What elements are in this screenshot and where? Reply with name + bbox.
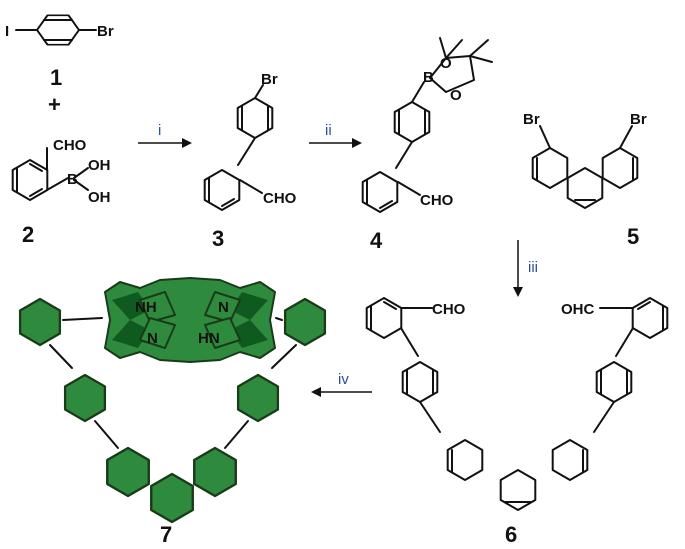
porphyrin-n: N	[218, 299, 229, 316]
boron-atom: B	[67, 171, 78, 188]
oxygen-atom: O	[440, 55, 452, 72]
aldehyde-group: CHO	[432, 301, 466, 318]
aldehyde-group: CHO	[53, 137, 87, 154]
hydroxyl-group: OH	[88, 189, 111, 206]
aldehyde-group: CHO	[420, 192, 454, 209]
step-arrow-i: i	[138, 122, 192, 148]
bromine-atom: Br	[97, 23, 114, 40]
compound-label-6: 6	[505, 522, 517, 547]
step-arrow-iii: iii	[513, 240, 538, 297]
compound-2: CHO B OH OH 2	[11, 137, 111, 247]
aldehyde-group: CHO	[263, 190, 297, 207]
compound-label-7: 7	[160, 522, 172, 547]
iodine-atom: I	[5, 23, 9, 40]
compound-6: CHO OHC 6	[365, 297, 669, 547]
aldehyde-group: OHC	[561, 301, 595, 318]
compound-label-3: 3	[212, 226, 224, 251]
step-label-i: i	[158, 122, 161, 139]
boron-atom: B	[423, 69, 434, 86]
porphyrin-nh: NH	[135, 299, 157, 316]
compound-3: Br CHO 3	[203, 71, 297, 251]
porphyrin-hn: HN	[198, 330, 220, 347]
compound-4: B O O CHO 4	[361, 37, 493, 253]
step-label-iv: iv	[338, 371, 349, 388]
oxygen-atom: O	[450, 87, 462, 104]
bromine-atom: Br	[523, 111, 540, 128]
compound-label-4: 4	[370, 228, 383, 253]
porphyrin-n: N	[147, 330, 158, 347]
compound-label-5: 5	[627, 224, 639, 249]
bromine-atom: Br	[630, 111, 647, 128]
compound-label-1: 1	[50, 65, 62, 90]
plus-sign: +	[48, 92, 61, 117]
compound-1: I Br 1	[5, 14, 114, 90]
bromine-atom: Br	[261, 71, 278, 88]
step-arrow-ii: ii	[309, 122, 362, 148]
step-label-ii: ii	[325, 122, 332, 139]
porphyrin-core: NH N N HN	[104, 277, 276, 363]
hydroxyl-group: OH	[88, 157, 111, 174]
compound-7: NH N N HN 7	[18, 277, 327, 547]
compound-label-2: 2	[22, 222, 34, 247]
step-arrow-iv: iv	[311, 371, 372, 397]
compound-5: Br Br 5	[523, 111, 647, 249]
step-label-iii: iii	[528, 259, 538, 276]
